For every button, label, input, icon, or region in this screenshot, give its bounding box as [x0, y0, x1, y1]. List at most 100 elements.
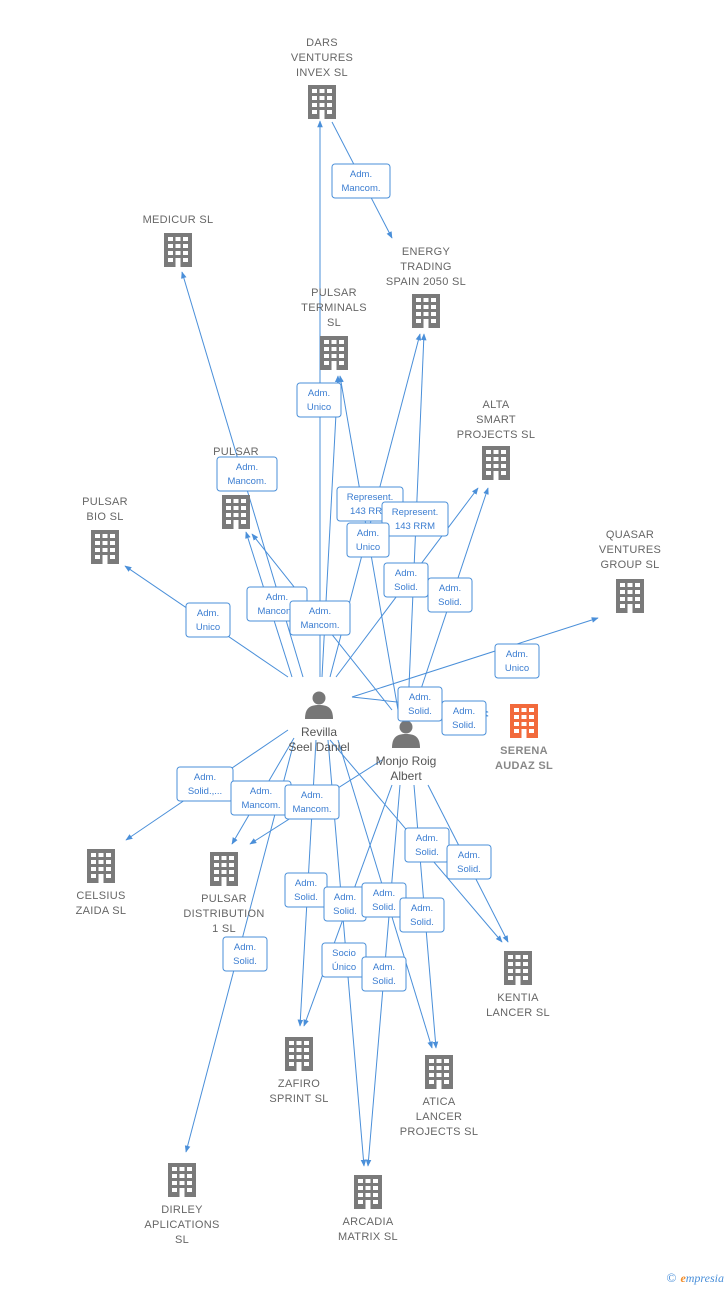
company-label-line: PULSAR [82, 496, 128, 508]
relation-label[interactable]: Adm.Mancom. [284, 784, 340, 820]
building-icon [210, 852, 238, 886]
company-label-line: DARS [306, 37, 338, 49]
relation-label-box [361, 956, 407, 992]
building-icon [285, 1037, 313, 1071]
relation-label[interactable]: Adm.Solid. [427, 577, 473, 613]
relation-label[interactable]: Adm.Solid. [404, 827, 450, 863]
building-icon [504, 951, 532, 985]
relation-label-text: Mancom. [241, 800, 280, 811]
company-label-line: BIO SL [86, 511, 123, 523]
company-label-line: AUDAZ SL [495, 760, 553, 772]
relation-label-text: Solid. [452, 720, 476, 731]
company-label-line: MEDICUR SL [143, 214, 214, 226]
building-icon [412, 294, 440, 328]
company-label-line: QUASAR [606, 529, 654, 541]
relation-label[interactable]: Represent.143 RRM [381, 501, 449, 537]
relation-label-text: Represent. [347, 492, 393, 503]
person-label-line: Revilla [301, 725, 337, 739]
relation-label-text: Mancom. [300, 620, 339, 631]
company-label-line: SL [175, 1234, 189, 1246]
relation-label-text: Adm. [334, 892, 356, 903]
relation-label-text: Adm. [250, 786, 272, 797]
company-label-line: TRADING [400, 261, 452, 273]
copyright-icon: © [666, 1270, 677, 1285]
relation-label[interactable]: Adm.Solid. [446, 844, 492, 880]
relation-label-text: Adm. [416, 833, 438, 844]
relation-label[interactable]: Adm. Solid. [441, 700, 487, 736]
relation-label-text: Unico [505, 663, 529, 674]
relation-label-box [399, 897, 445, 933]
relation-label-text: Adm. [409, 692, 431, 703]
building-icon [320, 336, 348, 370]
relation-label-text: Adm. [458, 850, 480, 861]
relation-label-text: Adm. [453, 706, 475, 717]
relation-label[interactable]: Adm. Mancom. [230, 780, 292, 816]
relation-label-box [289, 600, 351, 636]
relation-label[interactable]: Adm.Solid. [284, 872, 328, 908]
relation-label[interactable]: Adm.Unico [494, 643, 540, 679]
company-label-line: SL [327, 317, 341, 329]
relation-label[interactable]: Adm.Solid. [399, 897, 445, 933]
relation-label-text: Unico [356, 542, 380, 553]
building-icon [354, 1175, 382, 1209]
relation-label-text: Adm. [439, 583, 461, 594]
relation-label-text: Unico [307, 402, 331, 413]
relation-label-text: Mancom. [257, 606, 296, 617]
relation-label[interactable]: Adm.Solid. [383, 562, 429, 598]
person-label-line: Albert [390, 769, 422, 783]
relation-label-text: Unico [196, 622, 220, 633]
relation-label-box [446, 844, 492, 880]
relation-label-text: Mancom. [341, 183, 380, 194]
person-label-line: Seel Daniel [288, 740, 349, 754]
relation-label-text: Adm. [411, 903, 433, 914]
relation-label-text: Mancom. [292, 804, 331, 815]
relation-label-text: Adm. [308, 388, 330, 399]
relation-label[interactable]: Adm.Mancom. [216, 456, 278, 492]
footer-brand[interactable]: © empresia [667, 1270, 724, 1286]
relation-label-text: Solid. [333, 906, 357, 917]
relation-label-box [494, 643, 540, 679]
person-label-line: Monjo Roig [376, 754, 437, 768]
relation-label[interactable]: Adm.Solid.,... [176, 766, 234, 802]
relation-label-text: Solid. [394, 582, 418, 593]
relation-label[interactable]: Adm.Solid. [397, 686, 443, 722]
company-label-line: ARCADIA [343, 1216, 394, 1228]
relation-label[interactable]: Adm.Solid. [361, 882, 407, 918]
relation-label[interactable]: Adm. Solid. [323, 886, 367, 922]
relation-label-text: Adm. [197, 608, 219, 619]
relation-label-text: Adm. [309, 606, 331, 617]
relation-label-text: Adm. [350, 169, 372, 180]
company-node-medicur[interactable]: MEDICUR SL [143, 214, 214, 267]
relation-label[interactable]: Adm. Mancom. [331, 163, 391, 199]
relation-label-text: Solid.,... [188, 786, 222, 797]
relation-label-box [381, 501, 449, 537]
relation-label[interactable]: Adm.Solid. [361, 956, 407, 992]
relation-label[interactable]: Adm. Unico [296, 382, 342, 418]
company-node-pbio[interactable]: PULSAR BIO SL [82, 496, 128, 564]
relation-label-text: Adm. [357, 528, 379, 539]
relation-label[interactable]: Adm. Mancom. [289, 600, 351, 636]
relation-label-text: Solid. [372, 902, 396, 913]
relation-label[interactable]: Adm. Unico [346, 522, 390, 558]
relation-label[interactable]: Adm.Solid. [222, 936, 268, 972]
relation-label[interactable]: Adm. Unico [185, 602, 231, 638]
building-icon [482, 446, 510, 480]
building-icon [222, 495, 250, 529]
relation-label-text: Adm. [266, 592, 288, 603]
